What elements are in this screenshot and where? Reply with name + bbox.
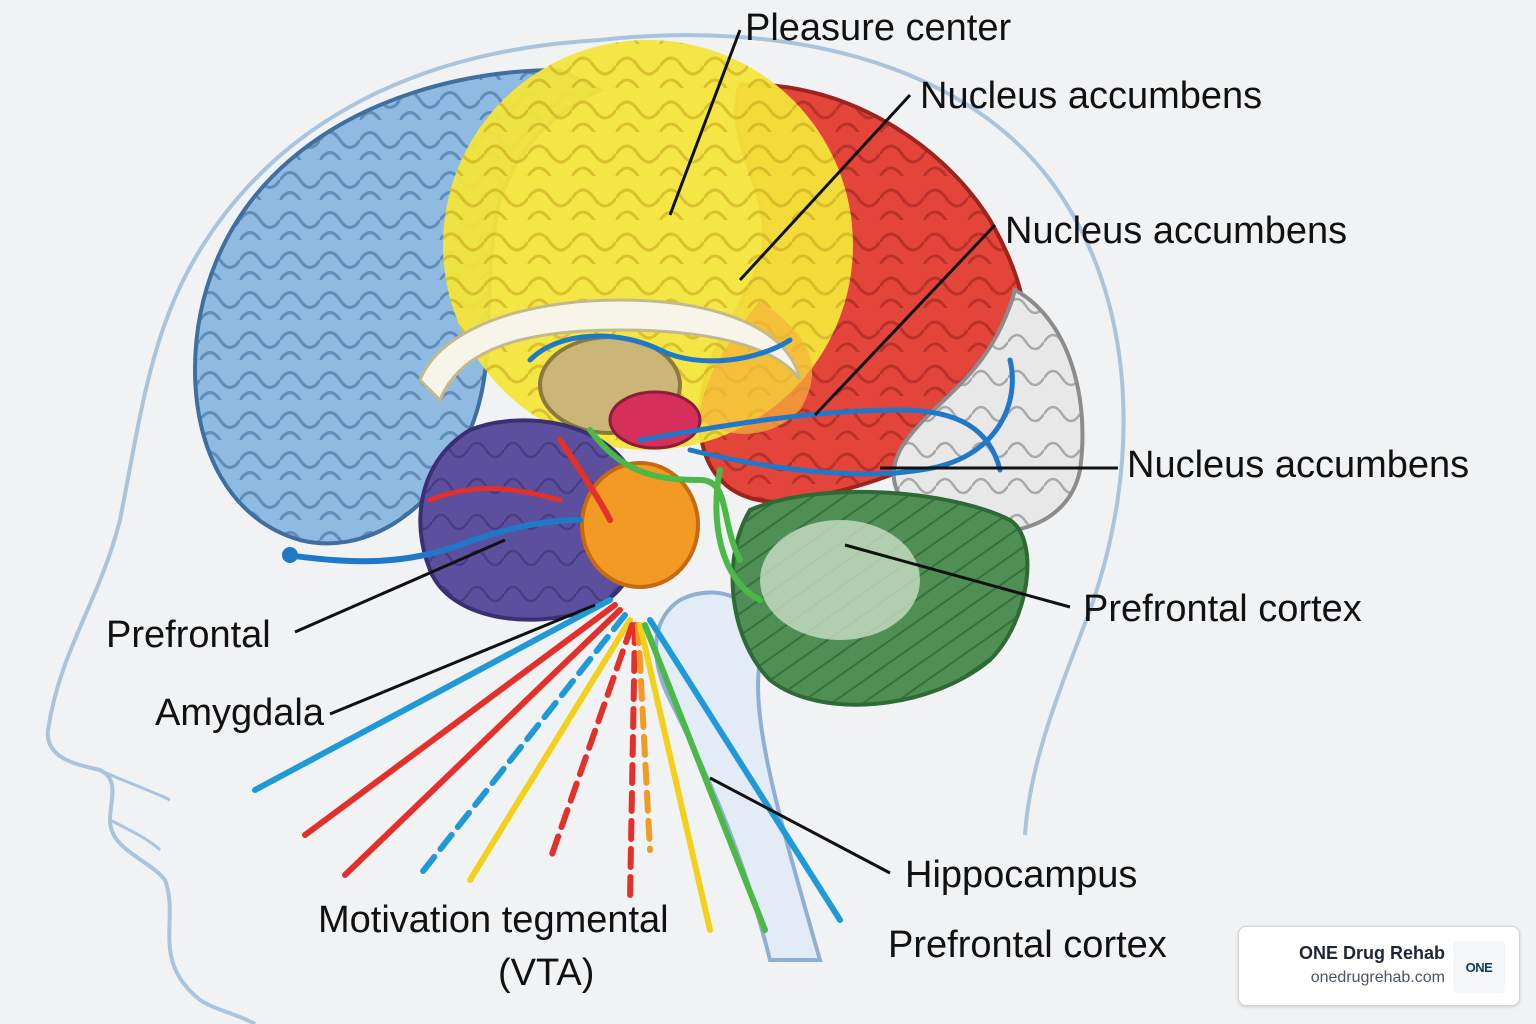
head-outline	[45, 33, 1126, 1024]
label-prefrontal-cortex-2: Prefrontal cortex	[888, 924, 1167, 966]
label-pleasure-center: Pleasure center	[745, 7, 1011, 49]
vta-projection-lines	[252, 597, 843, 933]
label-nucleus-accumbens-3: Nucleus accumbens	[1127, 444, 1469, 486]
cerebellum	[730, 489, 1030, 707]
label-vta-line1: Motivation tegmental	[318, 899, 669, 941]
label-prefrontal-cortex-1: Prefrontal cortex	[1083, 588, 1362, 630]
label-hippocampus: Hippocampus	[905, 854, 1137, 896]
brand-card[interactable]: ONE Drug Rehab onedrugrehab.com ONE	[1238, 926, 1520, 1006]
brand-name: ONE Drug Rehab	[1298, 943, 1445, 963]
occipital-tip	[891, 287, 1085, 535]
brand-logo-text: ONE	[1465, 959, 1493, 975]
neural-pathways	[282, 333, 1015, 603]
label-nucleus-accumbens-2: Nucleus accumbens	[1005, 210, 1347, 252]
vta-region	[580, 461, 700, 589]
ear-outline	[99, 768, 171, 852]
leader-lines	[294, 29, 1118, 875]
label-nucleus-accumbens-1: Nucleus accumbens	[920, 75, 1262, 117]
brand-url[interactable]: onedrugrehab.com	[1310, 969, 1445, 986]
label-prefrontal: Prefrontal	[106, 614, 271, 656]
corpus-callosum	[418, 298, 802, 403]
label-amygdala: Amygdala	[155, 692, 325, 734]
brand-logo-icon: ONE	[1453, 941, 1505, 993]
label-vta-line2: (VTA)	[498, 952, 594, 994]
